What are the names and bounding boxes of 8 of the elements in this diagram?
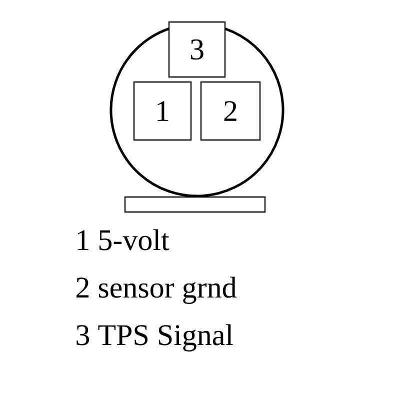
pin-box: 1 [133, 81, 192, 141]
pin-label: 3 TPS Signal [76, 324, 233, 352]
pin-label: 1 5-volt [78, 229, 170, 250]
connector-outline [110, 28, 284, 198]
pin-box: 3 [168, 21, 226, 78]
latch-tab [124, 196, 266, 213]
pin-box: 2 [200, 81, 261, 141]
pin-label: 2 sensor grnd [76, 276, 236, 304]
